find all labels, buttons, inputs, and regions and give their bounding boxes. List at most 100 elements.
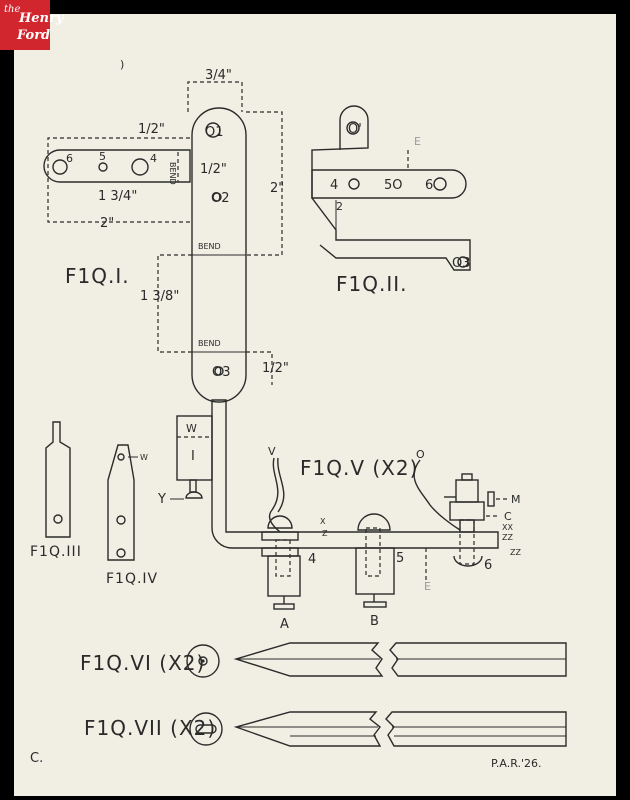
fig2-label-4: 4: [330, 178, 338, 193]
fig5-label-w: W: [186, 422, 197, 435]
fig5-label-6: 6: [484, 558, 492, 573]
fig1-group: 3/4" 1/2" 1/2" 1 3/4" 2" 2" 1 3/8" 1/2" …: [43, 68, 289, 403]
fig2-label-1: O': [348, 122, 362, 137]
fig1-horizontal-arm: [43, 149, 191, 183]
fig1-title: F1Q.I.: [65, 264, 130, 288]
fig2-hole-1: [346, 121, 360, 135]
fig5-title: F1Q.V (X2): [300, 456, 418, 480]
fig1-label-3: O3: [212, 365, 231, 380]
fig1-hole-5: [98, 162, 108, 172]
fig5-label-i: I: [191, 449, 195, 464]
fig5-post-right-collar: [459, 519, 475, 533]
fig5-post-left-thread: [275, 539, 291, 577]
fig1-label-6: 6: [66, 152, 73, 165]
fig5-group: W I Y V O 4 A X Z: [157, 399, 521, 632]
fig2-title: F1Q.II.: [336, 272, 407, 296]
fig4-hole-bottom: [116, 548, 126, 558]
fig5-post-right-top: [461, 473, 473, 481]
fig2-label-50: 5O: [384, 178, 403, 193]
fig6-title: F1Q.VI (X2): [80, 651, 205, 675]
fig1-hole-2: [212, 192, 222, 202]
fig5-post-left-head: [267, 515, 293, 529]
fig4-hole-mid: [116, 515, 126, 525]
fig5-l-bracket: [211, 399, 499, 549]
fig1-dash-right: [246, 111, 283, 256]
fig2-hole-6: [433, 177, 447, 191]
henry-ford-logo[interactable]: the Henry Ford: [0, 0, 63, 50]
fig5-label-c: C: [504, 510, 512, 523]
fig2-group: O' 4 5O 6 2 O3 E F1Q.II.: [311, 105, 471, 296]
paper-sheet: [14, 14, 616, 796]
fig2-label-3: O3: [452, 256, 471, 271]
fig5-label-m: M: [511, 493, 521, 506]
fig5-wire-right: [413, 459, 461, 531]
fig1-dim-2b: 2": [270, 181, 284, 196]
fig1-dim-mid-half: 1/2": [200, 162, 227, 177]
fig3-hole: [53, 514, 63, 524]
stray-mark: ): [120, 58, 124, 71]
fig5-post-mid-knob: [363, 601, 387, 608]
fig5-label-e: E: [424, 580, 431, 593]
fig2-label-2: 2: [336, 200, 343, 213]
fig5-post-right-body: [449, 501, 485, 521]
fig7-end-view: [189, 712, 223, 746]
fig1-dash-left-top: [47, 137, 190, 223]
fig6-rod-right: [389, 642, 567, 677]
fig5-post-left-knob: [273, 603, 295, 610]
fig6-rod-left: [233, 642, 384, 677]
fig5-post-mid-thread: [365, 527, 381, 577]
fig1-vertical-arm: [191, 107, 247, 403]
fig5-label-y: Y: [157, 492, 166, 507]
corner-mark: C.: [30, 751, 43, 766]
fig5-wire-left-2: [277, 457, 285, 513]
fig1-dash-lower: [157, 254, 192, 353]
fig5-post-right-cap: [455, 479, 479, 503]
fig1-label-5: 5: [99, 150, 106, 163]
fig4-mark-w: W: [140, 453, 148, 462]
signature: P.A.R.'26.: [491, 757, 542, 770]
fig5-label-v: V: [268, 445, 276, 458]
fig6-end-dot: [201, 659, 205, 663]
fig1-side-bend: BEND: [168, 162, 177, 185]
fig4-group: W F1Q.IV: [106, 444, 158, 587]
fig7-rod-right: [385, 711, 567, 747]
fig7-group: F1Q.VII (X2): [84, 711, 567, 747]
fig3-title: F1Q.III: [30, 544, 82, 560]
fig5-post-right-nut: [453, 555, 483, 567]
fig5-label-4: 4: [308, 552, 316, 567]
fig3-group: F1Q.III: [30, 421, 82, 560]
fig1-dim-2a: 2": [100, 216, 114, 231]
fig1-bend-label-lower: BEND: [198, 339, 221, 348]
fig5-post-right-screw: [487, 491, 495, 507]
fig7-end-slot: [195, 724, 217, 734]
fig1-hole-4: [131, 158, 149, 176]
fig1-dash-top: [187, 81, 243, 112]
fig1-dim-top: 3/4": [205, 68, 232, 83]
fig1-dim-138: 1 3/8": [140, 289, 179, 304]
fig3-strip: [45, 421, 71, 538]
logo-word-the: the: [4, 4, 21, 15]
fig1-hole-3: [214, 366, 224, 376]
fig1-dim-left-half: 1/2": [138, 122, 165, 137]
fig5-label-o: O: [416, 448, 425, 461]
fig1-bend-label-upper: BEND: [198, 242, 221, 251]
fig5-label-xx: XX: [502, 523, 513, 532]
fig5-screw-y-head: [185, 491, 203, 499]
fig1-hole-6: [52, 159, 68, 175]
fig1-dash-bottom: [246, 351, 273, 385]
fig5-post-mid-head: [357, 513, 391, 531]
logo-word-ford: Ford: [17, 28, 51, 43]
fig1-dim-134: 1 3/4": [98, 189, 137, 204]
fig2-hole-4: [348, 178, 360, 190]
fig5-label-b: B: [370, 614, 379, 629]
fig4-title: F1Q.IV: [106, 571, 158, 587]
fig5-post-left-washer: [261, 531, 299, 541]
fig7-rod-left: [233, 711, 382, 747]
fig5-screw-y: [189, 479, 197, 493]
fig6-end-core: [198, 656, 208, 666]
fig5-post-right-thread: [459, 519, 475, 565]
fig5-post-left-nut: [261, 547, 299, 557]
fig5-label-a: A: [280, 617, 289, 632]
fig2-label-6: 6: [425, 178, 433, 193]
